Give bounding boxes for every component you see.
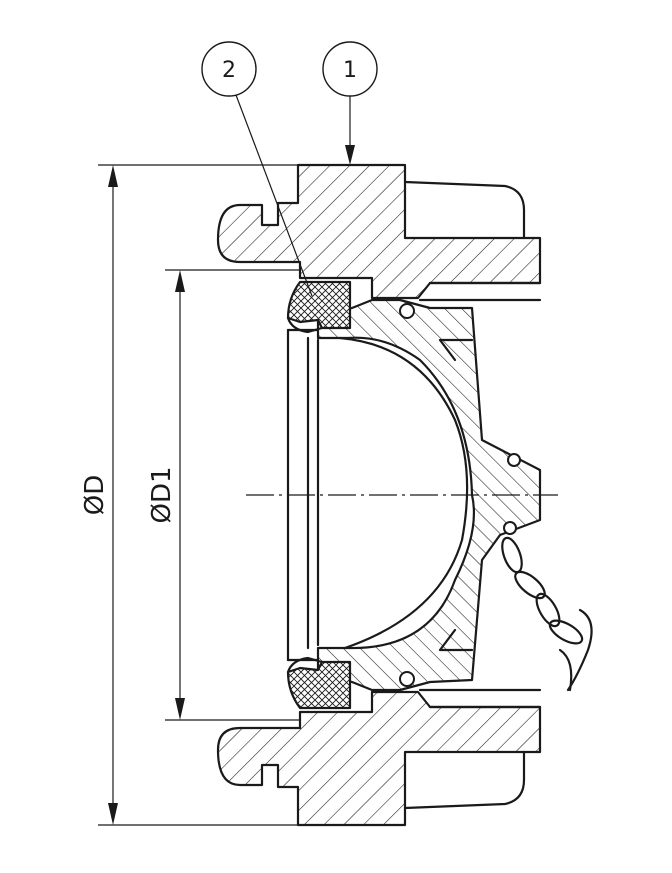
arrow-d1-bottom	[175, 698, 185, 720]
balloon-part-2: 2	[201, 41, 313, 297]
balloon-part-1: 1	[322, 41, 378, 165]
dome-inner-curve	[338, 336, 469, 650]
arrow-d-bottom	[108, 803, 118, 825]
arrow-d-top	[108, 165, 118, 187]
o-ring-pin-upper	[507, 453, 521, 467]
label-outer-diameter: ØD	[80, 475, 110, 516]
seal-lower	[286, 660, 352, 710]
sleeve-taper-lower	[418, 688, 542, 709]
balloon-label-2: 2	[222, 58, 236, 83]
sleeve-taper-upper	[418, 281, 542, 302]
coupling-body-part-1	[216, 163, 542, 827]
cap-sleeve-upper	[403, 180, 526, 240]
leader-arrow-part-1	[345, 145, 355, 165]
chain-link-1	[501, 536, 523, 574]
leader-line-part-2	[235, 94, 313, 297]
chain-link-4	[548, 619, 584, 645]
o-ring-pin-lower	[503, 521, 517, 535]
plate-bevel-upper	[438, 338, 474, 362]
label-inner-diameter: ØD1	[147, 466, 177, 523]
chain-tail-2	[558, 648, 573, 692]
balloon-circle-1	[322, 41, 378, 97]
seal-upper	[286, 280, 352, 330]
o-ring-upper	[399, 303, 415, 319]
chain-link-3	[535, 592, 561, 628]
balloon-circle-2	[201, 41, 257, 97]
chain	[501, 536, 593, 692]
chain-link-2	[514, 570, 546, 600]
seal-lip-upper	[286, 316, 324, 334]
chain-tail	[566, 608, 593, 692]
balloon-label-1: 1	[343, 58, 357, 83]
dimension-outer-diameter: ØD	[80, 164, 298, 826]
o-rings	[399, 303, 521, 687]
dimension-inner-diameter: ØD1	[147, 269, 300, 721]
seal-part-2	[286, 280, 352, 710]
seal-lip-lower	[286, 656, 324, 674]
o-ring-lower	[399, 671, 415, 687]
plate-bevel-lower	[438, 628, 474, 652]
coupling-body-lower-section	[216, 690, 542, 827]
coupling-body-upper-section	[216, 163, 542, 300]
arrow-d1-top	[175, 270, 185, 292]
cap-sleeve-lower	[403, 750, 526, 810]
